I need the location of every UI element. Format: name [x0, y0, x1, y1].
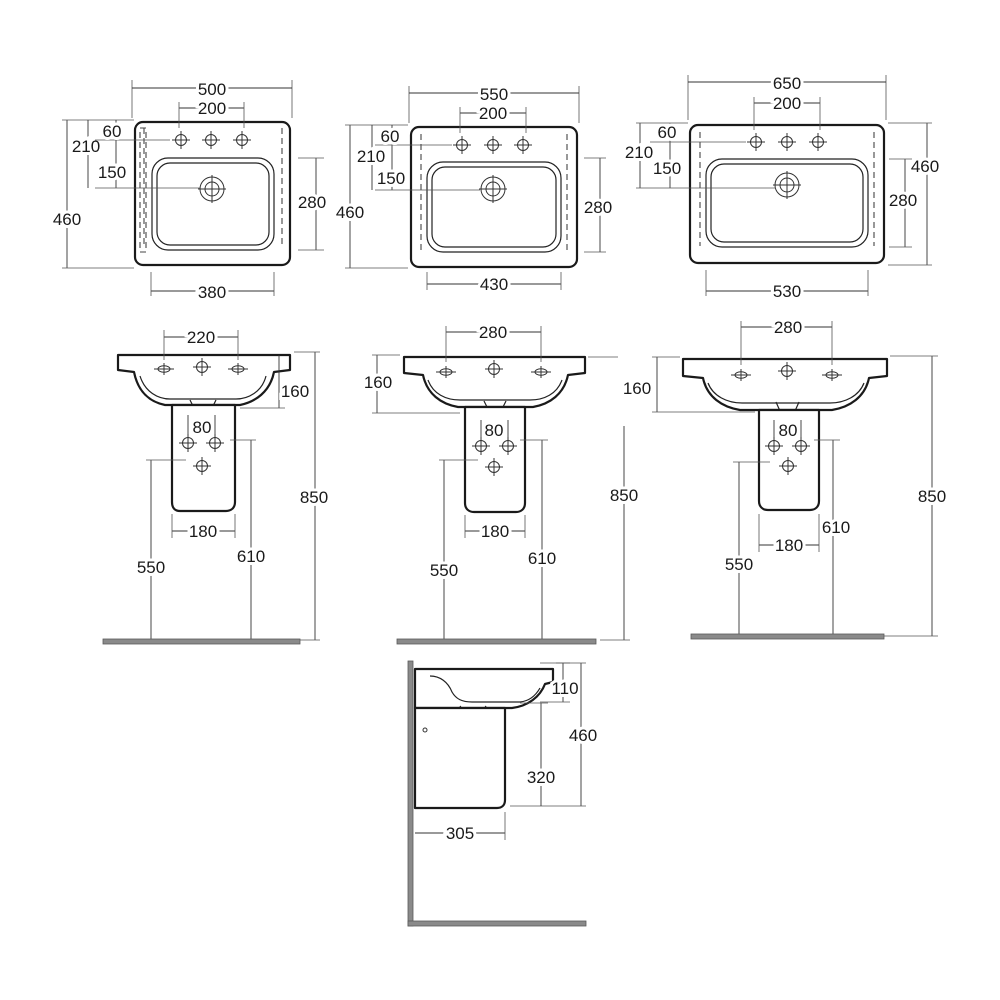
dim-850: 850: [300, 488, 328, 507]
dim-tap-centres: 280: [479, 323, 507, 342]
dim-150: 150: [653, 159, 681, 178]
dim-depth: 460: [53, 210, 81, 229]
dim-150: 150: [98, 163, 126, 182]
dim-610: 610: [528, 549, 556, 568]
dim-60: 60: [658, 123, 677, 142]
dim-tap-centres: 200: [479, 104, 507, 123]
pedestal: [463, 405, 527, 514]
floor-line: [407, 920, 587, 927]
dim-depth: 460: [911, 157, 939, 176]
dim-depth: 460: [336, 203, 364, 222]
dim-60: 60: [103, 122, 122, 141]
dim-850: 850: [610, 486, 638, 505]
dim-210: 210: [357, 147, 385, 166]
front-view-basin-500: 220 160 80 180 550 610 850: [102, 325, 331, 645]
dim-width: 650: [773, 74, 801, 93]
basin-front-outline: [681, 357, 889, 412]
dim-460: 460: [569, 726, 597, 745]
dim-850: 850: [918, 487, 946, 506]
dim-tap-centres: 200: [198, 99, 226, 118]
dim-width: 550: [480, 85, 508, 104]
top-view-basin-500: 500 200 460 210 60 150 280 380: [50, 77, 329, 305]
floor-line: [396, 638, 597, 645]
dim-550: 550: [725, 555, 753, 574]
dim-60: 60: [381, 127, 400, 146]
dim-tap-centres: 200: [773, 94, 801, 113]
dim-320: 320: [527, 768, 555, 787]
dim-tap-centres: 220: [187, 328, 215, 347]
top-view-basin-550: 550 200 460 210 60 150 280 430: [333, 82, 615, 297]
bowl-outline: [705, 158, 869, 248]
front-view-basin-650: 280 160 80 180 550 610 850: [620, 315, 949, 640]
dim-160: 160: [623, 379, 651, 398]
dim-bowl-width: 380: [198, 283, 226, 302]
bowl-outline: [426, 161, 562, 253]
dim-bowl-width: 530: [773, 282, 801, 301]
dim-210: 210: [72, 137, 100, 156]
dim-180: 180: [481, 522, 509, 541]
dim-610: 610: [822, 518, 850, 537]
dim-550: 550: [137, 558, 165, 577]
dim-80: 80: [193, 418, 212, 437]
basin-outline: [409, 125, 579, 269]
dim-150: 150: [377, 169, 405, 188]
dim-tap-centres: 280: [774, 318, 802, 337]
basin-side-outline: [413, 667, 555, 710]
dim-bowl-depth: 280: [298, 193, 326, 212]
dim-bowl-depth: 280: [584, 198, 612, 217]
dim-160: 160: [364, 373, 392, 392]
dim-width: 500: [198, 80, 226, 99]
top-view-basin-650: 650 200 210 60 150 460 280 530: [622, 71, 942, 304]
dim-180: 180: [775, 536, 803, 555]
wall-line: [407, 660, 414, 927]
floor-line: [690, 633, 885, 640]
dim-80: 80: [485, 421, 504, 440]
dim-bowl-depth: 280: [889, 191, 917, 210]
dim-550: 550: [430, 561, 458, 580]
dim-110: 110: [551, 679, 578, 698]
dim-180: 180: [189, 522, 217, 541]
side-view-semi-pedestal: 110 460 320 305: [407, 660, 600, 927]
front-view-basin-550: 280 160 80 180 550 610 850: [361, 320, 641, 645]
semi-pedestal: [413, 706, 507, 810]
dim-610: 610: [237, 547, 265, 566]
dim-160: 160: [281, 382, 309, 401]
dim-bowl-width: 430: [480, 275, 508, 294]
bowl-outline: [151, 157, 275, 251]
dim-305: 305: [446, 824, 474, 843]
dim-210: 210: [625, 143, 653, 162]
dim-80: 80: [779, 421, 798, 440]
floor-line: [102, 638, 301, 645]
basin-front-outline: [116, 353, 292, 407]
